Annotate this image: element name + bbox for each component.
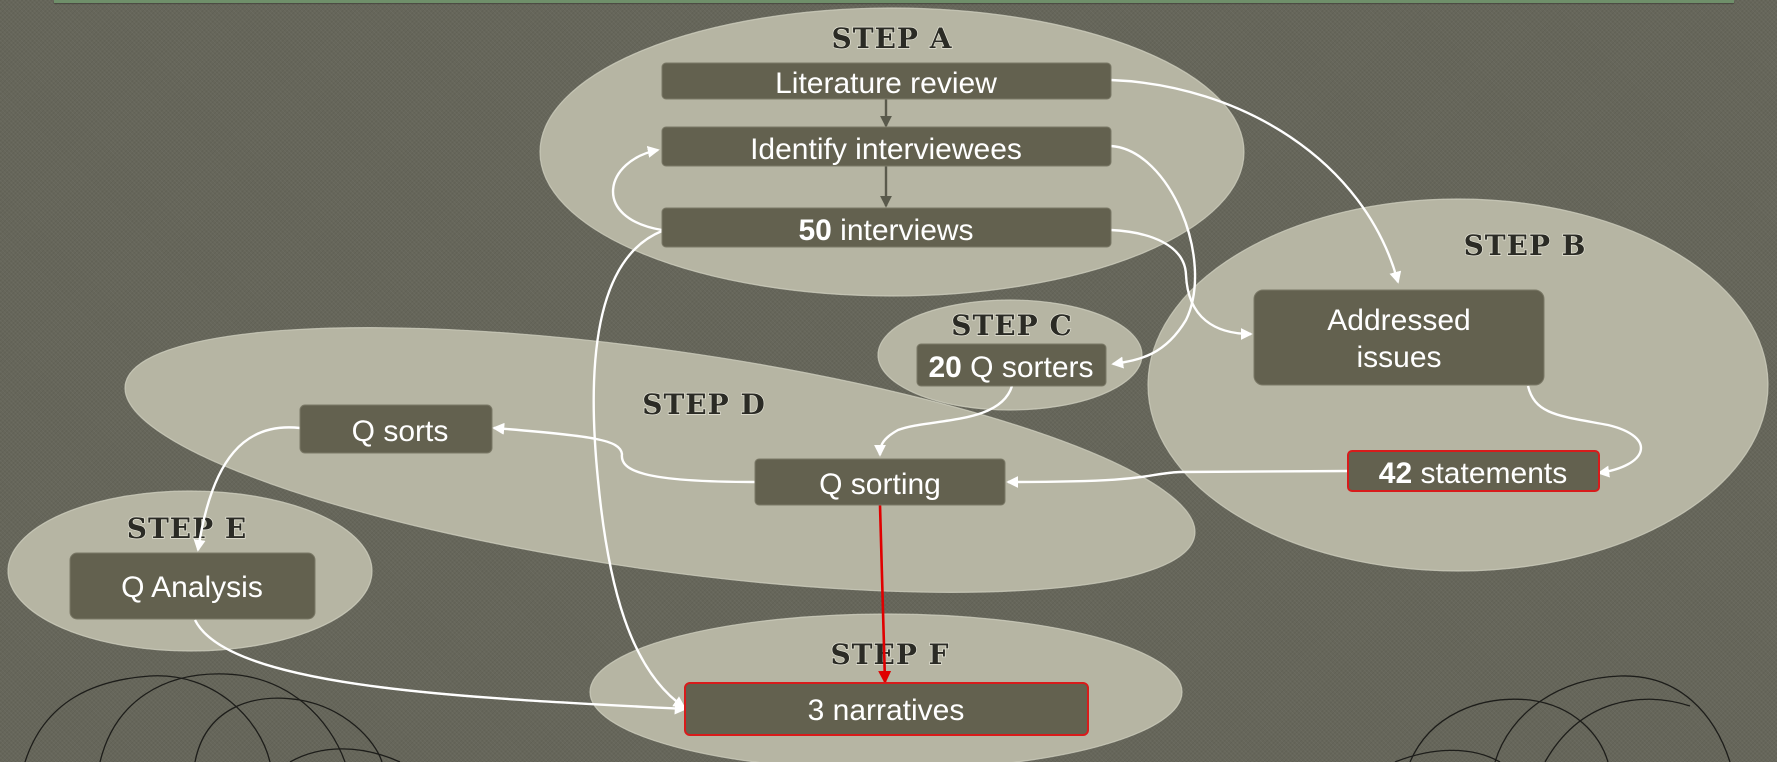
node-literature-review: Literature review [661, 62, 1112, 100]
arrow-statements-to-q-sorting [1006, 469, 1351, 488]
arrow-interviews-loop-to-identify [611, 146, 663, 232]
decorative-scribbles-right [1394, 675, 1731, 762]
arrow-identify-to-q-sorters [1110, 144, 1197, 369]
interviews-text: interviews [832, 214, 974, 247]
node-narratives: 3 narratives [684, 682, 1089, 736]
step-f-title: STEP F [830, 638, 949, 671]
arrow-interviews-to-issues [1110, 228, 1253, 340]
q-sorters-count: 20 [928, 351, 961, 384]
q-sorters-text: Q sorters [962, 351, 1094, 384]
node-q-analysis: Q Analysis [69, 552, 316, 620]
q-sorting-label: Q sorting [819, 468, 941, 501]
arrow-q-sorters-to-q-sorting [874, 385, 1014, 457]
decorative-scribbles-left [24, 673, 401, 762]
arrow-q-analysis-to-narratives [193, 619, 687, 715]
step-d-lobe [124, 327, 1196, 593]
q-sorters-label: 20 Q sorters [928, 351, 1093, 384]
q-sorts-label: Q sorts [352, 415, 449, 448]
narratives-label: 3 narratives [808, 694, 965, 727]
interviews-count: 50 [798, 214, 831, 247]
step-a-title: STEP A [832, 22, 953, 55]
top-rule [54, 0, 1734, 3]
node-q-sorting: Q sorting [754, 458, 1006, 506]
arrow-q-sorting-to-narratives [878, 504, 892, 684]
node-q-sorts: Q sorts [299, 404, 493, 454]
interviews-label: 50 interviews [798, 214, 973, 247]
connectors [193, 78, 1642, 715]
identify-interviewees-label: Identify interviewees [750, 133, 1022, 166]
node-q-sorters: 20 Q sorters [916, 343, 1107, 387]
arrow-issues-to-statements [1526, 385, 1642, 478]
step-e-title: STEP E [127, 512, 248, 545]
node-statements: 42 statements [1347, 450, 1600, 492]
statements-text: statements [1412, 457, 1567, 490]
addressed-issues-line1: Addressed [1327, 304, 1470, 337]
statements-count: 42 [1379, 457, 1412, 490]
q-analysis-label: Q Analysis [121, 571, 263, 604]
statements-label: 42 statements [1379, 457, 1567, 490]
literature-review-label: Literature review [775, 67, 997, 100]
step-c-title: STEP C [951, 309, 1073, 342]
arrow-q-sorts-to-q-analysis [193, 426, 301, 552]
step-d-title: STEP D [642, 388, 765, 421]
node-addressed-issues: Addressed issues [1253, 289, 1545, 386]
step-b-title: STEP B [1464, 229, 1587, 262]
arrow-q-sorting-to-q-sorts [492, 422, 756, 484]
addressed-issues-line2: issues [1356, 341, 1441, 374]
arrow-interviews-to-narratives [592, 229, 686, 709]
arrow-literature-to-issues [1110, 78, 1402, 284]
node-interviews: 50 interviews [661, 207, 1112, 248]
node-identify-interviewees: Identify interviewees [661, 126, 1112, 167]
